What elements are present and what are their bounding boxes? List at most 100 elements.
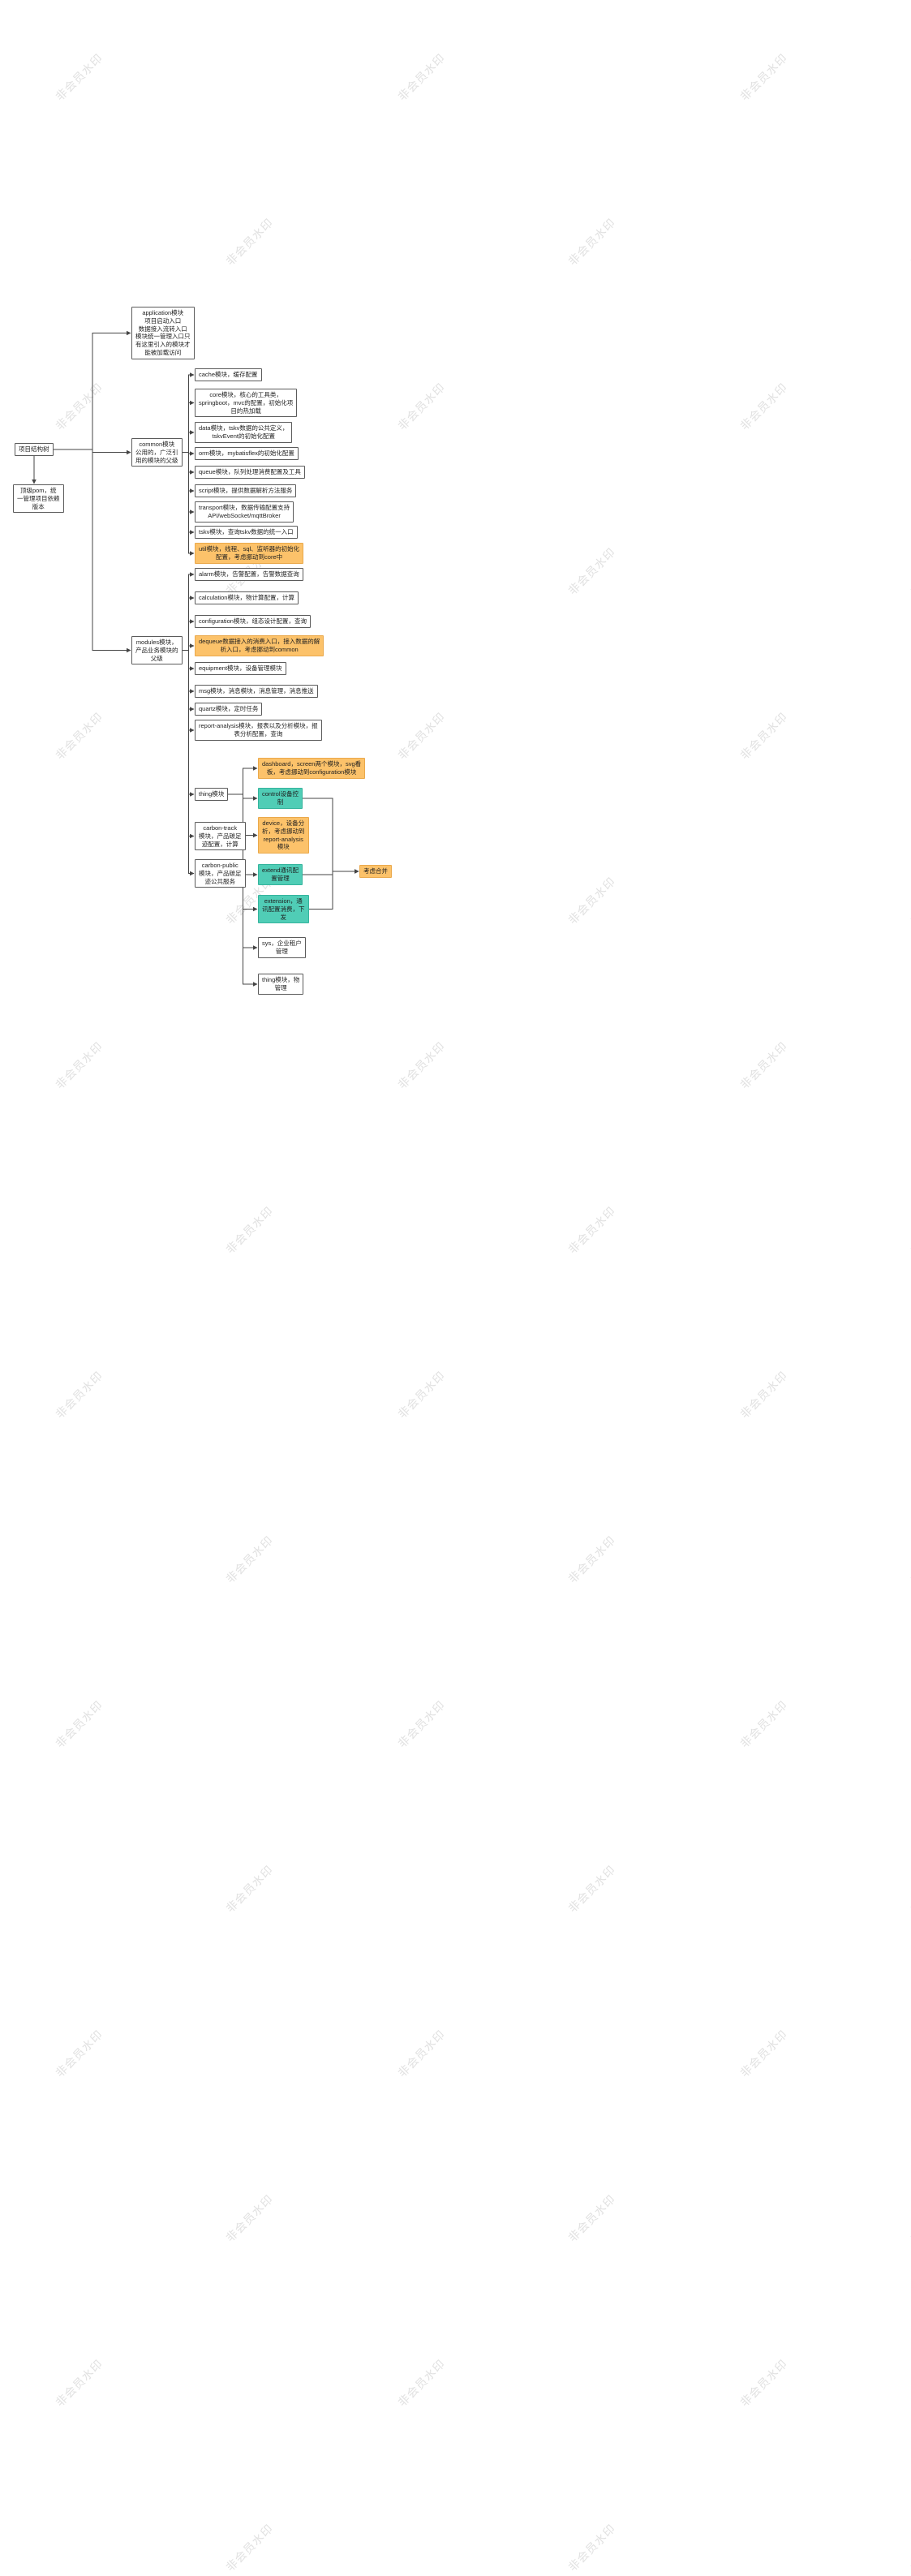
arrowhead: [190, 666, 195, 671]
arrowhead: [355, 869, 359, 874]
connector: [183, 650, 194, 692]
node-equipment[interactable]: equipment模块，设备管理模块: [195, 662, 286, 675]
watermark: 非会员水印: [565, 2191, 618, 2245]
arrowhead: [190, 792, 195, 797]
watermark: 非会员水印: [395, 1368, 448, 1421]
watermark: 非会员水印: [908, 2191, 911, 2245]
connector: [183, 650, 194, 874]
node-transport[interactable]: transport模块，数据传输配置支持 API/webSocket/mqttB…: [195, 501, 294, 523]
arrowhead: [190, 707, 195, 712]
connector: [183, 574, 194, 651]
node-configuration[interactable]: configuration模块，组态设计配置，查询: [195, 615, 311, 628]
connector: [183, 452, 194, 533]
node-thing[interactable]: thing模块: [195, 788, 229, 801]
arrowhead: [190, 470, 195, 475]
watermark: 非会员水印: [737, 50, 790, 104]
watermark: 非会员水印: [395, 2356, 448, 2410]
node-carbontrack[interactable]: carbon-track 模块，产品碳足 迹配置，计算: [195, 822, 246, 851]
node-quartz[interactable]: quartz模块，定时任务: [195, 703, 263, 716]
connector: [183, 621, 194, 651]
node-extension[interactable]: extension，通 讯配置消费，下 发: [258, 895, 309, 924]
connector: [303, 871, 359, 875]
node-queue[interactable]: queue模块，队列处理消费配置及工具: [195, 466, 305, 479]
connector: [183, 402, 194, 453]
watermark: 非会员水印: [395, 1039, 448, 1092]
node-control[interactable]: control设备控 制: [258, 788, 303, 809]
node-orm[interactable]: orm模块，mybatisflex的初始化配置: [195, 447, 299, 460]
node-root[interactable]: 项目结构树: [15, 443, 54, 456]
watermark: 非会员水印: [737, 2027, 790, 2080]
watermark: 非会员水印: [53, 2356, 105, 2410]
node-common[interactable]: common模块 公用的，广泛引 用的模块的父级: [131, 438, 183, 467]
arrowhead: [190, 728, 195, 733]
node-merge[interactable]: 考虑合并: [359, 865, 392, 878]
watermark: 非会员水印: [395, 380, 448, 433]
arrowhead: [190, 430, 195, 435]
connector: [183, 650, 194, 710]
connector: [54, 449, 131, 651]
node-msg[interactable]: msg模块，消息模块，消息管理，消息推送: [195, 685, 318, 698]
node-modules[interactable]: modules模块， 产品业务模块的 父级: [131, 636, 183, 665]
watermark: 非会员水印: [908, 544, 911, 598]
arrowhead: [253, 832, 258, 838]
connector: [183, 645, 194, 651]
node-device[interactable]: device，设备分 析，考虑挪动到 report-analysis 模块: [258, 817, 309, 854]
node-calculation[interactable]: calculation模块，物计算配置，计算: [195, 591, 299, 604]
arrowhead: [190, 400, 195, 406]
arrowhead: [127, 330, 131, 336]
arrowhead: [253, 872, 258, 877]
watermark: 非会员水印: [53, 50, 105, 104]
connector: [183, 650, 194, 795]
node-carbonpublic[interactable]: carbon-public 模块，产品碳足 迹公共服务: [195, 859, 246, 888]
watermark: 非会员水印: [565, 544, 618, 598]
arrowhead: [190, 596, 195, 600]
connector: [183, 650, 194, 669]
node-sys[interactable]: sys，企业租户 管理: [258, 937, 306, 958]
node-alarm[interactable]: alarm模块，告警配置，告警数据查询: [195, 568, 303, 581]
watermark: 非会员水印: [395, 2027, 448, 2080]
watermark: 非会员水印: [908, 1203, 911, 1257]
watermark: 非会员水印: [737, 1368, 790, 1421]
arrowhead: [190, 551, 195, 556]
arrowhead: [190, 488, 195, 493]
watermark: 非会员水印: [223, 1533, 276, 1586]
node-tskv[interactable]: tskv模块，查询tskv数据的统一入口: [195, 526, 298, 539]
node-dashboard[interactable]: dashboard，screen两个模块，svg看 板，考虑挪动到configu…: [258, 758, 366, 779]
arrowhead: [190, 451, 195, 456]
node-data[interactable]: data模块，tskv数据的公共定义， tskvEvent的初始化配置: [195, 422, 293, 443]
watermark: 非会员水印: [737, 709, 790, 763]
node-core[interactable]: core模块，核心的工具类， springboot，mvc的配置，初始化项 目的…: [195, 389, 298, 418]
arrowhead: [355, 869, 359, 874]
connector: [303, 798, 359, 872]
watermark: 非会员水印: [223, 215, 276, 269]
node-extend[interactable]: extend通讯配 置管理: [258, 864, 303, 885]
watermark: 非会员水印: [908, 874, 911, 927]
watermark: 非会员水印: [53, 1368, 105, 1421]
node-application[interactable]: application模块 项目启动入口 数据接入流转入口 模块统一管理入口只 …: [131, 307, 195, 359]
node-dequeue[interactable]: dequeue数据接入的消费入口，接入数据的解 析入口，考虑挪动到common: [195, 635, 324, 656]
watermark: 非会员水印: [565, 1862, 618, 1916]
connector: [183, 452, 194, 473]
node-script[interactable]: script模块，提供数据解析方法服务: [195, 484, 297, 497]
watermark: 非会员水印: [565, 1533, 618, 1586]
watermark: 非会员水印: [223, 1862, 276, 1916]
watermark: 非会员水印: [908, 1533, 911, 1586]
arrowhead: [253, 796, 258, 801]
connector: [183, 650, 194, 836]
arrowhead: [253, 945, 258, 950]
arrowhead: [32, 480, 37, 484]
arrowhead: [127, 647, 131, 653]
watermark: 非会员水印: [737, 380, 790, 433]
watermark: 非会员水印: [737, 1039, 790, 1092]
connector: [183, 452, 194, 492]
connector: [54, 449, 131, 453]
node-util[interactable]: util模块，线程、sql、监听器的初始化 配置，考虑挪动到core中: [195, 543, 304, 564]
node-report[interactable]: report-analysis模块，报表以及分析模块，报 表分析配置，查询: [195, 720, 322, 741]
arrowhead: [190, 530, 195, 535]
watermark: 非会员水印: [223, 2191, 276, 2245]
watermark: 非会员水印: [223, 1203, 276, 1257]
node-cache[interactable]: cache模块，缓存配置: [195, 368, 262, 381]
node-thing2[interactable]: thing模块，物 管理: [258, 974, 304, 995]
node-pom[interactable]: 顶级pom，统 一管理项目依赖 版本: [13, 484, 64, 514]
watermark: 非会员水印: [908, 1862, 911, 1916]
